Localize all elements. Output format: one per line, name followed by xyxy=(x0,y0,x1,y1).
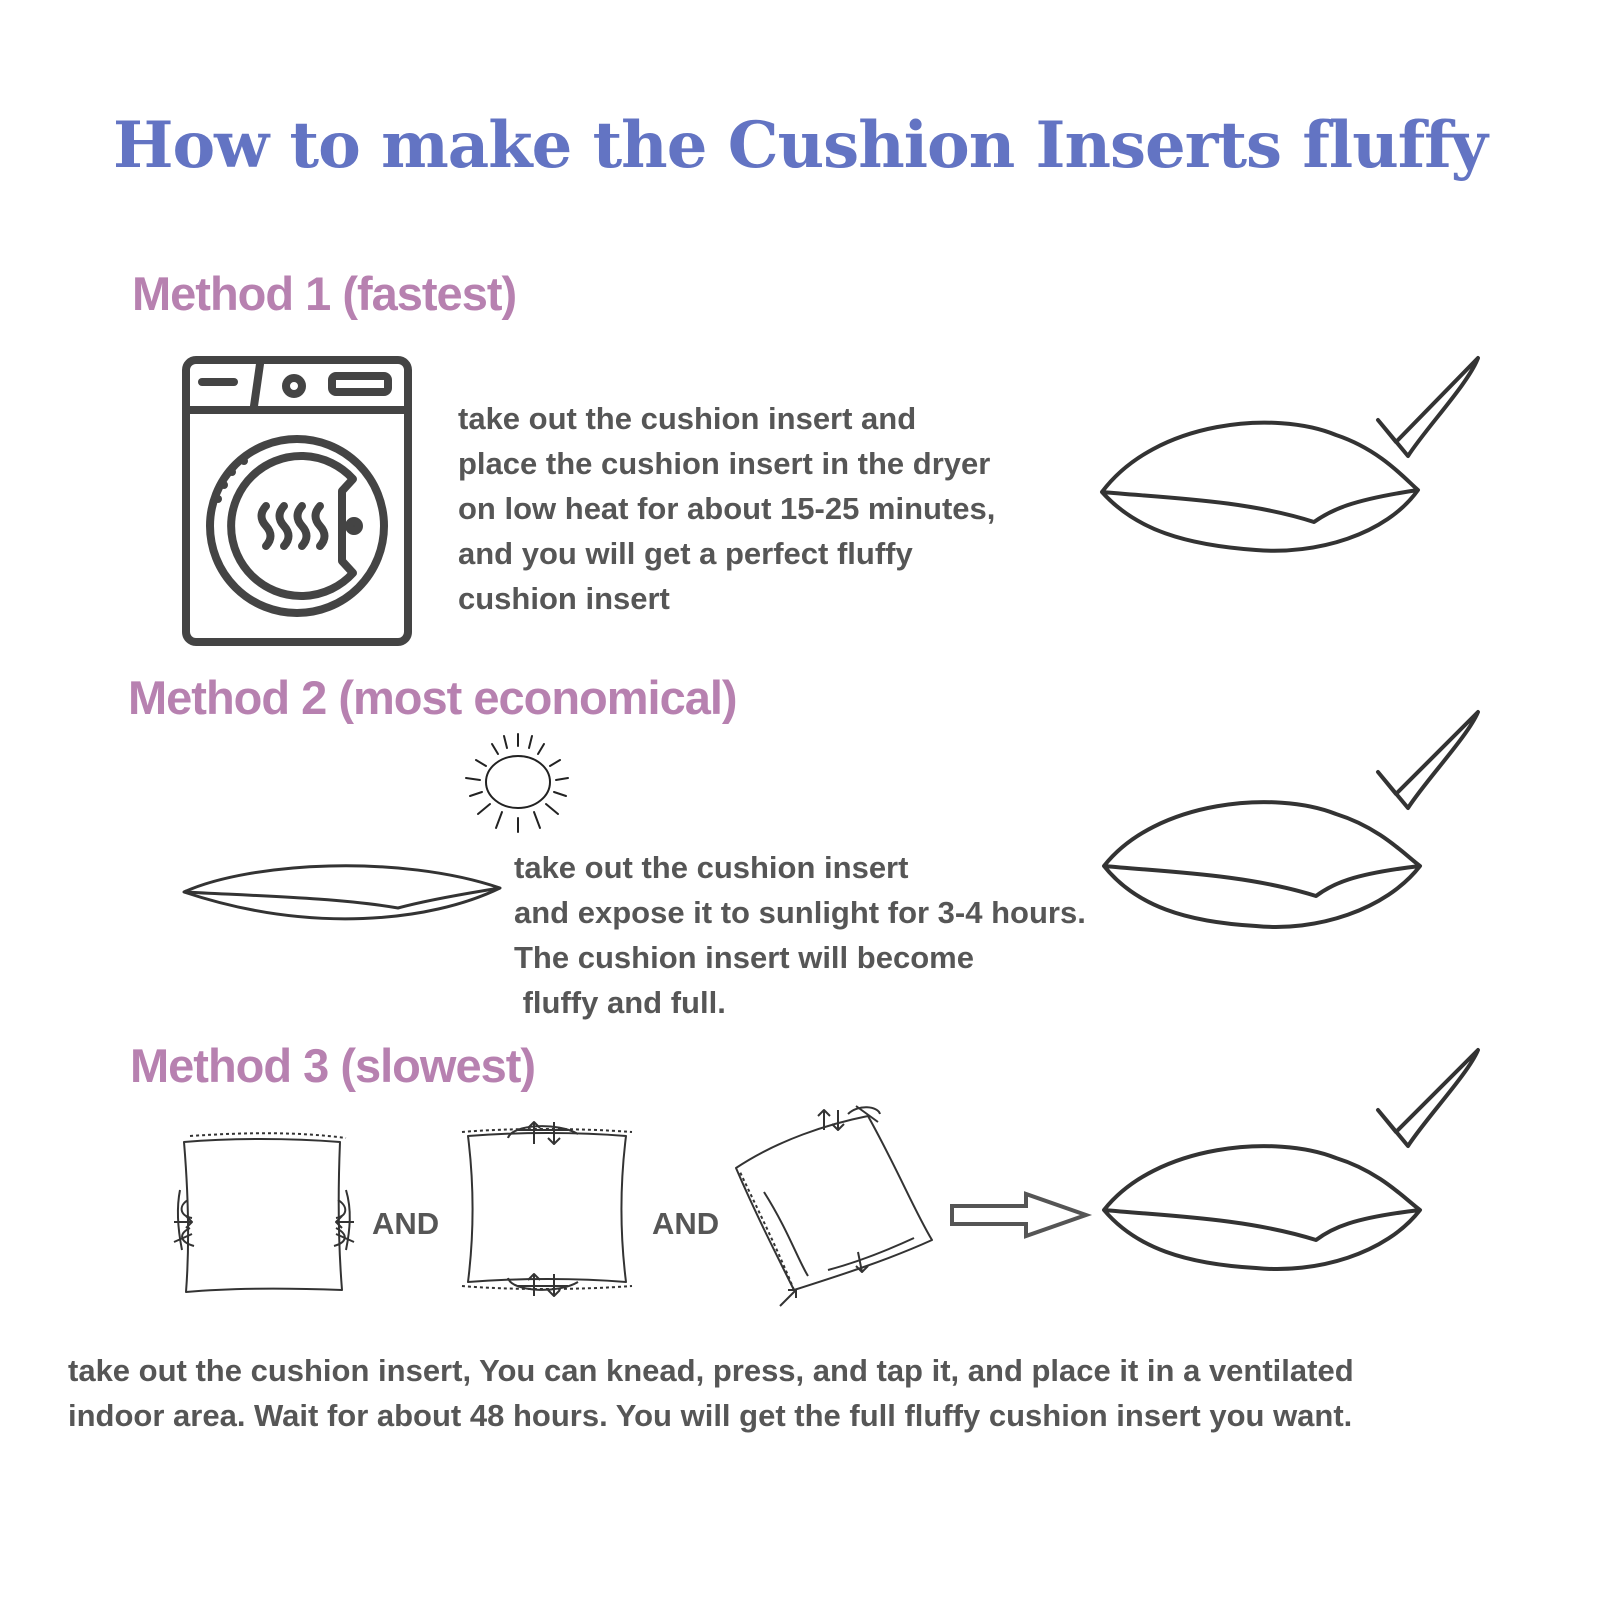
squeeze-top-bottom-icon xyxy=(461,1121,633,1297)
text-line: take out the cushion insert, You can kne… xyxy=(68,1353,1354,1388)
text-line: cushion insert xyxy=(458,581,670,616)
fluffy-cushion-result-2 xyxy=(1102,710,1480,929)
text-line: The cushion insert will become xyxy=(514,940,974,975)
checkmark-icon xyxy=(1376,710,1480,810)
fluffy-cushion-result-3 xyxy=(1102,1048,1480,1271)
and-label: AND xyxy=(372,1206,440,1241)
arrow-right-icon xyxy=(950,1191,1093,1239)
and-label: AND xyxy=(652,1206,720,1241)
flat-cushion-icon xyxy=(182,864,502,921)
method-3-description: take out the cushion insert, You can kne… xyxy=(68,1348,1354,1438)
text-line: and expose it to sunlight for 3-4 hours. xyxy=(514,895,1086,930)
squeeze-sides-icon xyxy=(173,1132,355,1293)
text-line: place the cushion insert in the dryer xyxy=(458,446,991,481)
checkmark-icon xyxy=(1376,356,1480,458)
text-line: take out the cushion insert and xyxy=(458,401,917,436)
method-2-description: take out the cushion insert and expose i… xyxy=(514,845,1086,1025)
checkmark-icon xyxy=(1376,1048,1480,1148)
method-3-heading: Method 3 (slowest) xyxy=(130,1039,536,1092)
tap-corners-icon xyxy=(735,1105,933,1307)
method-1-heading: Method 1 (fastest) xyxy=(132,267,517,320)
sun-icon xyxy=(465,733,569,833)
method-2-heading: Method 2 (most economical) xyxy=(128,671,738,724)
text-line: take out the cushion insert xyxy=(514,850,909,885)
text-line: fluffy and full. xyxy=(514,985,726,1020)
method-1-description: take out the cushion insert and place th… xyxy=(458,396,995,621)
fluffy-cushion-result-1 xyxy=(1100,356,1480,553)
page-title: How to make the Cushion Inserts fluffy xyxy=(113,108,1488,183)
text-line: and you will get a perfect fluffy xyxy=(458,536,913,571)
dryer-icon xyxy=(182,356,412,646)
text-line: on low heat for about 15-25 minutes, xyxy=(458,491,996,526)
text-line: indoor area. Wait for about 48 hours. Yo… xyxy=(68,1398,1353,1433)
